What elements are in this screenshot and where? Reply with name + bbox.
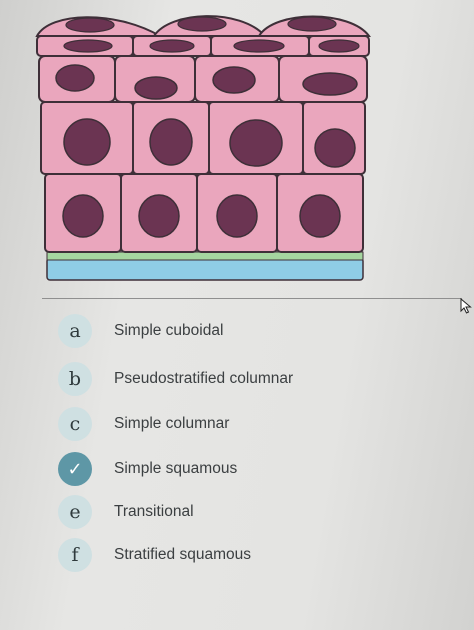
nucleus xyxy=(314,128,356,168)
nucleus xyxy=(318,39,360,53)
option-label: Transitional xyxy=(114,503,194,520)
nucleus xyxy=(55,64,95,92)
option-d-selected[interactable]: ✓ Simple squamous xyxy=(58,451,458,487)
mouse-cursor-icon xyxy=(460,298,472,314)
nucleus xyxy=(149,39,195,53)
option-e[interactable]: e Transitional xyxy=(58,494,458,530)
upper-cell-row xyxy=(38,55,368,103)
nucleus xyxy=(299,194,341,238)
option-label: Pseudostratified columnar xyxy=(114,370,294,387)
flattened-cell-row xyxy=(36,35,370,57)
nucleus xyxy=(63,39,113,53)
option-label: Simple columnar xyxy=(114,415,230,432)
nucleus xyxy=(62,194,104,238)
nucleus xyxy=(134,76,178,100)
option-letter-badge[interactable]: e xyxy=(58,495,92,529)
nucleus xyxy=(229,119,283,167)
nucleus xyxy=(177,16,227,32)
option-label: Stratified squamous xyxy=(114,546,251,563)
option-letter-badge[interactable]: a xyxy=(58,314,92,348)
basement-membrane xyxy=(46,251,364,261)
nucleus xyxy=(287,16,337,32)
option-f[interactable]: f Stratified squamous xyxy=(58,537,458,573)
nucleus xyxy=(149,118,193,166)
divider-line xyxy=(42,298,462,299)
nucleus xyxy=(65,17,115,33)
option-b[interactable]: b Pseudostratified columnar xyxy=(58,361,458,397)
stratified-epithelium-diagram xyxy=(35,15,371,281)
option-letter-badge[interactable]: c xyxy=(58,407,92,441)
option-letter-badge[interactable]: b xyxy=(58,362,92,396)
basal-cell-row xyxy=(44,173,364,253)
nucleus xyxy=(138,194,180,238)
nucleus xyxy=(216,194,258,238)
nucleus xyxy=(212,66,256,94)
option-label: Simple cuboidal xyxy=(114,322,224,339)
nucleus xyxy=(63,118,111,166)
nucleus xyxy=(233,39,285,53)
connective-tissue-layer xyxy=(46,257,364,281)
checkmark-icon[interactable]: ✓ xyxy=(58,452,92,486)
option-a[interactable]: a Simple cuboidal xyxy=(58,313,458,349)
option-c[interactable]: c Simple columnar xyxy=(58,406,458,442)
nucleus xyxy=(302,72,358,96)
middle-cell-row xyxy=(40,101,366,175)
option-letter-badge[interactable]: f xyxy=(58,538,92,572)
option-label: Simple squamous xyxy=(114,460,238,477)
apical-squamous-row xyxy=(35,15,371,37)
